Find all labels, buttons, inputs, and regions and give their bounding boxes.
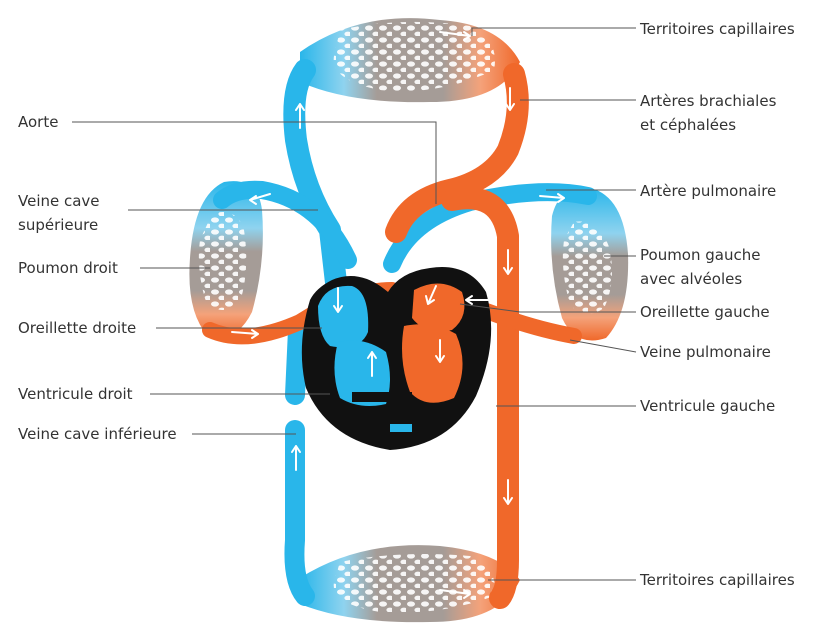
heart (301, 267, 492, 450)
label-veine-cave-superieure-line1: Veine cave (18, 192, 100, 210)
left-ventricle (402, 324, 463, 403)
label-veine-pulmonaire: Veine pulmonaire (640, 343, 771, 361)
right-lung (189, 181, 263, 338)
capillary-bed-top (300, 18, 520, 103)
label-poumon-droit: Poumon droit (18, 259, 118, 277)
left-lung (551, 187, 629, 341)
label-poumon-gauche-line1: Poumon gauche (640, 246, 760, 264)
label-aorte: Aorte (18, 113, 58, 131)
labels: Territoires capillaires Artères brachial… (18, 20, 795, 589)
label-oreillette-gauche: Oreillette gauche (640, 303, 770, 321)
label-ventricule-droit: Ventricule droit (18, 385, 133, 403)
label-territoires-capillaires-bottom: Territoires capillaires (639, 571, 795, 589)
label-veine-cave-superieure-line2: supérieure (18, 216, 98, 234)
label-artere-pulmonaire: Artère pulmonaire (640, 182, 776, 200)
label-poumon-gauche-line2: avec alvéoles (640, 270, 742, 288)
label-arteres-brachiales-line1: Artères brachiales (640, 92, 777, 110)
label-oreillette-droite: Oreillette droite (18, 319, 136, 337)
label-territoires-capillaires-top: Territoires capillaires (639, 20, 795, 38)
capillary-bed-bottom (300, 545, 520, 623)
flow-arrows (231, 31, 565, 599)
leader-lines (72, 27, 637, 581)
left-atrium (412, 283, 465, 332)
label-arteres-brachiales-line2: et céphalées (640, 116, 736, 134)
label-ventricule-gauche: Ventricule gauche (640, 397, 775, 415)
right-atrium (318, 285, 369, 348)
label-veine-cave-inferieure: Veine cave inférieure (18, 425, 177, 443)
vena-cava-inferior-bridge (352, 392, 412, 402)
